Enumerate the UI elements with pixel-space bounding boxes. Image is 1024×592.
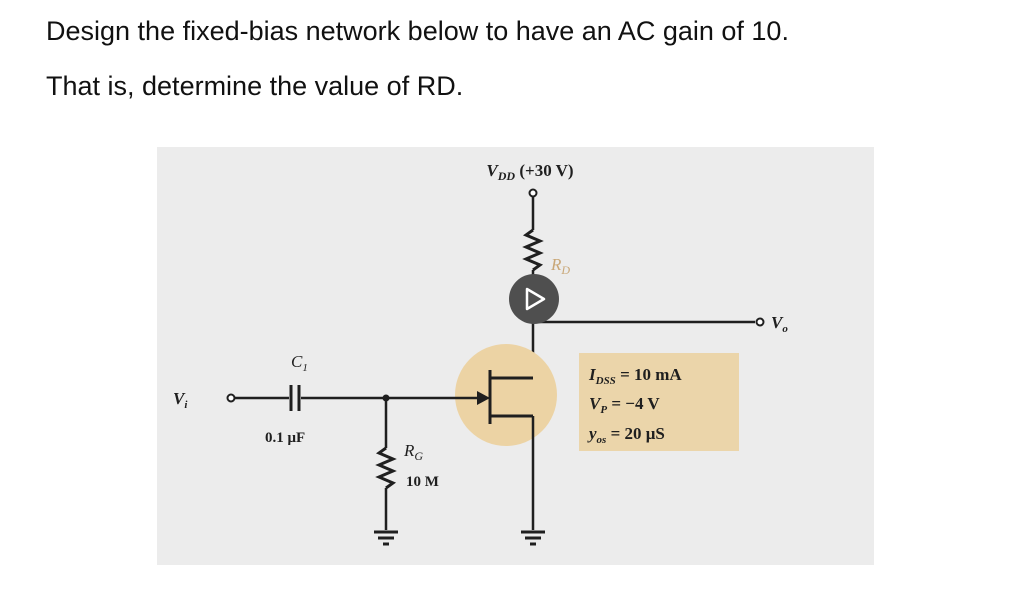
vp-param: VP = −4 V bbox=[589, 394, 660, 416]
jfet-transistor bbox=[488, 370, 533, 424]
parameter-box bbox=[579, 353, 739, 451]
question-line-2: That is, determine the value of RD. bbox=[46, 71, 464, 101]
c1-capacitor bbox=[289, 385, 301, 411]
vdd-label: VDD (+30 V) bbox=[486, 161, 573, 183]
rd-label: RD bbox=[550, 255, 570, 277]
rg-resistor bbox=[375, 446, 397, 490]
rg-value: 10 M bbox=[406, 474, 439, 490]
gate-arrow bbox=[477, 391, 490, 405]
yos-param: yos = 20 μS bbox=[587, 424, 665, 446]
vi-terminal bbox=[226, 393, 236, 403]
vo-label: Vo bbox=[771, 313, 788, 335]
c1-value: 0.1 μF bbox=[265, 430, 305, 446]
vi-label: Vi bbox=[173, 389, 188, 411]
vdd-terminal bbox=[528, 188, 538, 198]
jfet-highlight bbox=[455, 344, 557, 446]
vo-terminal bbox=[755, 317, 765, 327]
play-icon bbox=[525, 287, 546, 311]
ground-source bbox=[521, 530, 545, 546]
play-button[interactable] bbox=[509, 274, 559, 324]
question-line-1: Design the fixed-bias network below to h… bbox=[46, 16, 789, 46]
idss-param: IDSS = 10 mA bbox=[588, 365, 682, 387]
rg-label: RG bbox=[403, 441, 423, 463]
ground-rg bbox=[374, 530, 398, 546]
c1-label: C1 bbox=[291, 352, 308, 374]
rd-resistor bbox=[522, 228, 544, 272]
